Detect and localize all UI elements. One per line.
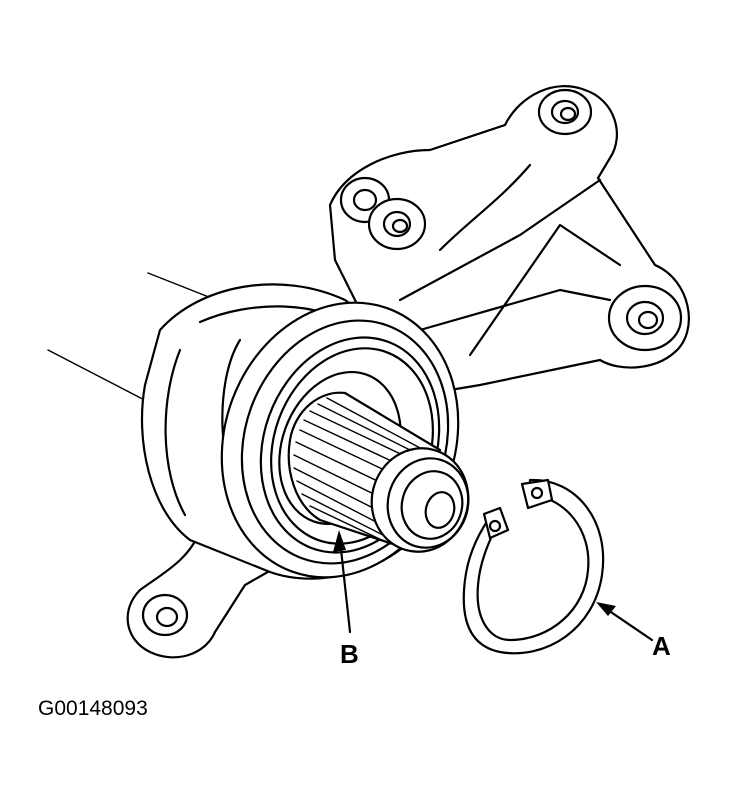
snap-ring [462, 478, 605, 655]
figure-id-label: G00148093 [38, 697, 148, 720]
callout-label-a: A [652, 631, 671, 661]
mounting-bracket [328, 85, 690, 397]
callout-label-b: B [340, 639, 359, 669]
arrow-a [596, 602, 654, 642]
arrow-b [333, 530, 352, 634]
splined-shaft [287, 391, 470, 553]
